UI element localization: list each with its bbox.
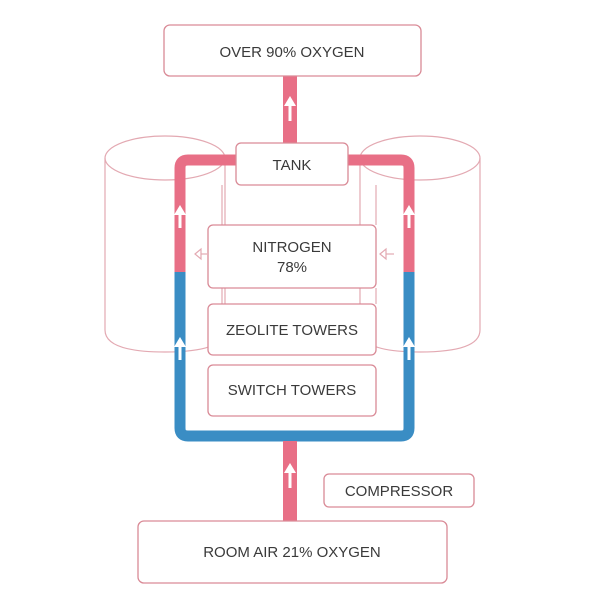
room-air-label: ROOM AIR 21% OXYGEN xyxy=(203,544,381,561)
up-arrow-icon xyxy=(403,205,415,228)
left-cylinder xyxy=(104,135,226,353)
up-arrow-icon xyxy=(174,337,186,360)
up-arrow-icon xyxy=(174,205,186,228)
up-arrow-icon xyxy=(284,96,296,121)
up-arrow-icon xyxy=(284,463,296,488)
zeolite-towers-label: ZEOLITE TOWERS xyxy=(226,322,358,339)
left-arrow-icon xyxy=(194,247,207,261)
compressor-label: COMPRESSOR xyxy=(345,483,454,500)
room-air-box: ROOM AIR 21% OXYGEN xyxy=(137,520,448,584)
nitrogen-percent-label: 78% xyxy=(277,259,307,276)
nitrogen-box: NITROGEN 78% xyxy=(207,224,377,289)
compressor-box: COMPRESSOR xyxy=(323,473,475,508)
switch-towers-label: SWITCH TOWERS xyxy=(228,382,357,399)
left-arrow-icon xyxy=(379,247,394,261)
tank-label: TANK xyxy=(273,157,312,174)
right-cylinder xyxy=(359,135,481,353)
output-oxygen-label: OVER 90% OXYGEN xyxy=(219,44,364,61)
connector-lines xyxy=(221,185,377,304)
switch-towers-box: SWITCH TOWERS xyxy=(207,364,377,417)
zeolite-towers-box: ZEOLITE TOWERS xyxy=(207,303,377,356)
up-arrow-icon xyxy=(403,337,415,360)
nitrogen-label: NITROGEN xyxy=(252,239,331,256)
output-oxygen-box: OVER 90% OXYGEN xyxy=(163,24,422,77)
tank-box: TANK xyxy=(235,142,349,186)
